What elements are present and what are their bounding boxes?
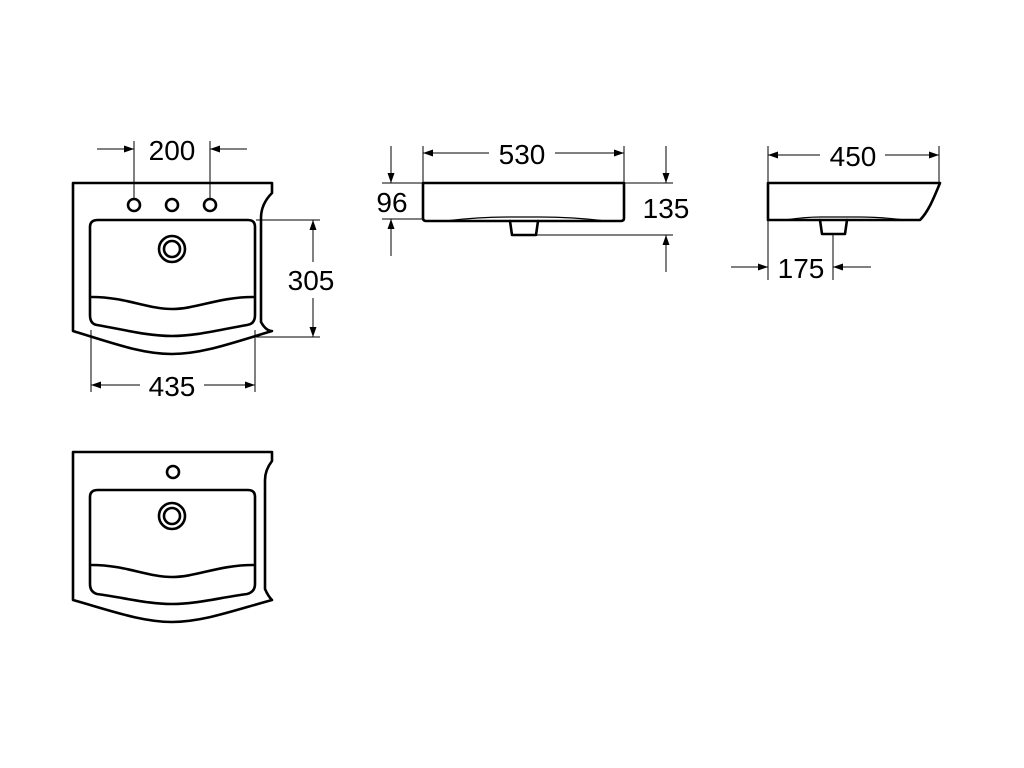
dimension-530: 530 xyxy=(422,139,625,183)
dim-label-135: 135 xyxy=(643,193,690,224)
tap-hole-single xyxy=(165,464,181,480)
dimension-450: 450 xyxy=(767,141,940,183)
front-view-waste-spigot xyxy=(508,219,540,237)
waste-outlet-inner-single xyxy=(162,506,182,526)
side-view: 450 175 xyxy=(731,141,942,284)
tap-hole-right xyxy=(202,197,218,213)
dim-label-435: 435 xyxy=(149,371,196,402)
dim-label-96: 96 xyxy=(376,187,407,218)
bowl-front-curve-single xyxy=(90,563,255,579)
dimension-96: 96 xyxy=(376,146,423,256)
front-view-bowl-underside xyxy=(444,216,607,222)
dim-label-530: 530 xyxy=(499,139,546,170)
basin-bowl-outline xyxy=(88,218,257,338)
dim-label-450: 450 xyxy=(830,141,877,172)
dim-label-200: 200 xyxy=(149,135,196,166)
tap-hole-center xyxy=(164,197,180,213)
dim-label-175: 175 xyxy=(778,253,825,284)
dimension-175: 175 xyxy=(731,221,871,284)
tap-hole-left xyxy=(126,197,142,213)
front-view-body xyxy=(421,181,626,223)
dimension-200: 200 xyxy=(97,135,247,200)
waste-outlet-outer-single xyxy=(157,501,187,531)
basin-outer-outline xyxy=(71,181,274,356)
side-view-bowl-underside xyxy=(784,216,906,221)
dimension-435: 435 xyxy=(90,330,256,402)
front-view: 530 96 135 xyxy=(376,139,689,272)
waste-outlet-inner xyxy=(162,239,182,259)
top-view-one-hole xyxy=(71,450,274,624)
basin-bowl-outline-single xyxy=(88,488,257,606)
basin-outer-outline-single xyxy=(71,450,274,624)
waste-outlet-outer xyxy=(157,234,187,264)
bowl-front-curve xyxy=(90,295,255,311)
dim-label-305: 305 xyxy=(288,265,335,296)
dimension-305: 305 xyxy=(256,219,335,338)
dimension-135: 135 xyxy=(537,146,689,272)
top-view-three-hole: 200 305 435 xyxy=(71,135,335,402)
side-view-body xyxy=(766,181,942,222)
side-view-waste-spigot xyxy=(818,218,849,236)
